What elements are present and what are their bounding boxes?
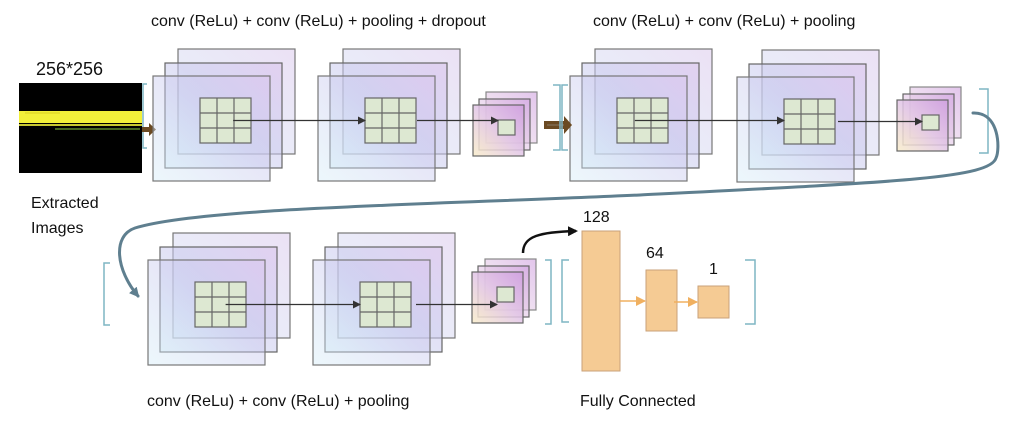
fc-layer-64-units-label: 64	[646, 245, 664, 262]
stage3-conv2-block	[312, 232, 456, 366]
fc-output-bracket	[745, 259, 756, 325]
stage-transition-arrow-icon	[544, 116, 572, 134]
kernel-grid	[359, 281, 412, 328]
fc-layer-128-units-label: 128	[583, 209, 610, 226]
fc-input-bracket	[561, 259, 569, 323]
stage2-label: conv (ReLu) + conv (ReLu) + pooling	[593, 13, 855, 30]
stage1-conv2-block	[317, 48, 461, 182]
row-wrap-connector	[118, 111, 1000, 298]
pooled-cell	[497, 119, 516, 136]
stage2-output-bracket	[979, 88, 989, 154]
fc-label: Fully Connected	[580, 393, 696, 410]
kernel-grid	[364, 97, 417, 144]
input-caption-line1: Extracted	[31, 195, 99, 212]
to-fc-arrow	[521, 226, 578, 254]
pooled-cell	[496, 286, 515, 303]
stage1-output-bracket	[553, 84, 561, 151]
fc-layer-128	[581, 230, 621, 372]
stage1-pooling-block	[472, 91, 538, 157]
stage3-output-bracket	[545, 259, 552, 325]
fc-layer-1-units-label: 1	[709, 261, 718, 278]
stage2-pooling-block	[896, 86, 962, 152]
input-size-label: 256*256	[36, 59, 103, 79]
stage3-pooling-block	[471, 258, 537, 324]
stage3-label: conv (ReLu) + conv (ReLu) + pooling	[147, 393, 409, 410]
stage3-input-bracket	[103, 262, 110, 326]
stage3-conv1-block	[147, 232, 291, 366]
input-bracket	[142, 83, 147, 149]
stage1-label: conv (ReLu) + conv (ReLu) + pooling + dr…	[151, 13, 486, 30]
input-image	[19, 83, 142, 173]
pooled-cell	[921, 114, 940, 131]
stage2-conv1-block	[569, 48, 713, 182]
input-caption-line2: Images	[31, 220, 83, 237]
fc-layer-64	[645, 269, 678, 332]
stage2-input-bracket	[561, 84, 568, 151]
kernel-grid	[783, 98, 836, 145]
stage1-conv1-block	[152, 48, 296, 182]
fc-layer-1	[697, 285, 730, 319]
stage2-conv2-block	[736, 49, 880, 183]
